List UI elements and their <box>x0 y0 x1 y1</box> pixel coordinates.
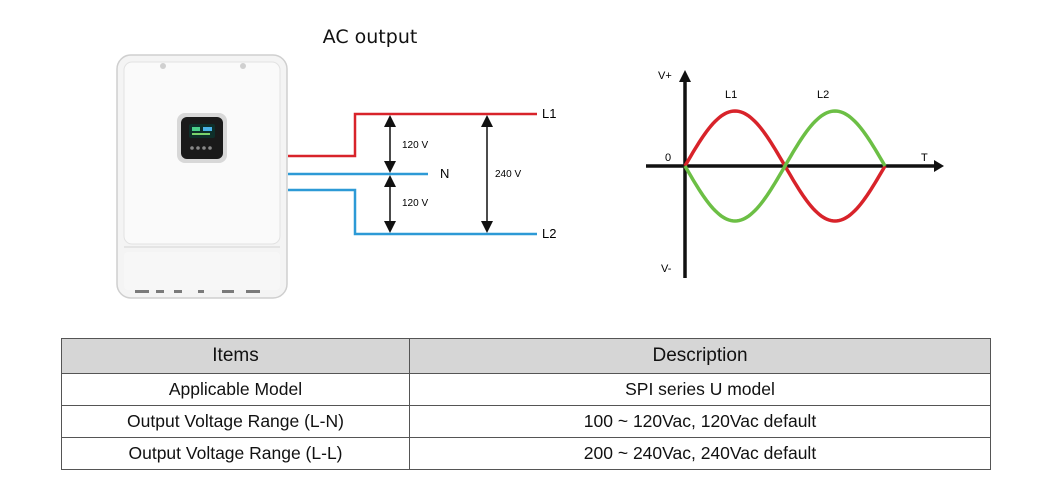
voltage-l1-n-label: 120 V <box>402 140 428 151</box>
v-plus-label: V+ <box>658 70 672 82</box>
neutral-terminal-label: N <box>440 166 449 181</box>
voltage-n-l2-label: 120 V <box>402 198 428 209</box>
table-header-row: Items Description <box>61 338 991 374</box>
l2-wave-label: L2 <box>817 89 829 101</box>
header-description: Description <box>409 338 991 374</box>
spec-table: Items Description Applicable Model SPI s… <box>61 338 991 470</box>
v-minus-label: V- <box>661 263 672 275</box>
t-axis-label: T <box>921 152 928 164</box>
table-row: Output Voltage Range (L-L) 200 ~ 240Vac,… <box>61 437 991 470</box>
wiring: 120 V 120 V 240 V L1 N L2 <box>288 106 556 241</box>
table-cell: Applicable Model <box>61 373 410 406</box>
lcd-panel <box>177 113 227 163</box>
x-axis-arrow <box>934 160 944 172</box>
waveform-plot: V+ V- 0 T L1 L2 <box>646 70 944 278</box>
table-row: Applicable Model SPI series U model <box>61 373 991 406</box>
table-cell: Output Voltage Range (L-N) <box>61 405 410 438</box>
header-items: Items <box>61 338 410 374</box>
l1-wire <box>288 112 537 158</box>
table-cell: 200 ~ 240Vac, 240Vac default <box>409 437 991 470</box>
l2-terminal-label: L2 <box>542 226 556 241</box>
split-phase-diagram: 120 V 120 V 240 V L1 N L2 V+ V- 0 T L1 L… <box>116 54 944 299</box>
diagram-title: AC output <box>322 26 418 48</box>
table-cell: SPI series U model <box>409 373 991 406</box>
l1-wave-label: L1 <box>725 89 737 101</box>
table-cell: 100 ~ 120Vac, 120Vac default <box>409 405 991 438</box>
inverter-device <box>116 54 288 299</box>
table-cell: Output Voltage Range (L-L) <box>61 437 410 470</box>
l2-waveform <box>683 109 887 223</box>
zero-label: 0 <box>665 152 671 164</box>
voltage-l1-l2-label: 240 V <box>495 169 521 180</box>
y-axis-arrow <box>679 70 691 82</box>
l2-wire <box>288 188 537 236</box>
table-row: Output Voltage Range (L-N) 100 ~ 120Vac,… <box>61 405 991 438</box>
l1-terminal-label: L1 <box>542 106 556 121</box>
